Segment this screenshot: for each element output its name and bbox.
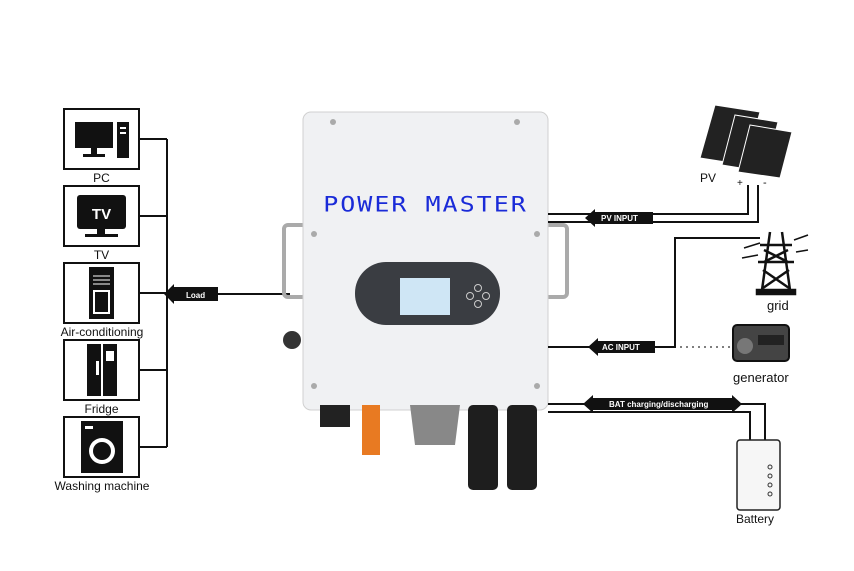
power-knob xyxy=(283,331,301,349)
pv-minus: - xyxy=(763,177,767,189)
ac-input-arrow: AC INPUT xyxy=(588,338,655,356)
pc-box xyxy=(63,108,140,170)
tv-label: TV xyxy=(93,248,110,262)
pc-label: PC xyxy=(93,171,110,185)
washer-label: Washing machine xyxy=(54,479,150,493)
pv-plus: + xyxy=(737,178,743,189)
generator-label: generator xyxy=(733,370,789,385)
tv-icon: TV xyxy=(77,195,126,237)
svg-text:Load: Load xyxy=(186,291,205,300)
fridge-icon xyxy=(87,344,117,396)
ac-label: Air-conditioning xyxy=(60,325,144,339)
brand-title: POWER MASTER xyxy=(323,192,528,217)
fridge-box xyxy=(63,339,140,401)
fridge-label: Fridge xyxy=(84,402,119,416)
grid-label: grid xyxy=(767,298,789,313)
washing-machine-icon xyxy=(81,421,123,473)
solar-panel-icon xyxy=(699,104,793,179)
load-arrow: Load xyxy=(164,284,218,304)
pc-icon xyxy=(75,122,129,158)
air-conditioner-icon xyxy=(89,267,114,319)
grid-tower-icon xyxy=(741,231,809,296)
ac-box xyxy=(63,262,140,324)
inverter-body xyxy=(302,111,549,411)
svg-text:AC INPUT: AC INPUT xyxy=(602,343,640,352)
tv-box: TV xyxy=(63,185,140,247)
svg-text:BAT charging/discharging: BAT charging/discharging xyxy=(609,400,709,409)
load-bus-lines xyxy=(140,138,290,448)
svg-text:TV: TV xyxy=(92,206,111,223)
pv-input-arrow: PV INPUT xyxy=(585,209,653,227)
lcd-screen xyxy=(400,278,450,315)
svg-text:PV INPUT: PV INPUT xyxy=(601,214,638,223)
generator-icon xyxy=(732,324,790,362)
washer-box xyxy=(63,416,140,478)
orange-connector xyxy=(362,405,380,455)
pv-label: PV xyxy=(700,171,717,185)
battery-icon xyxy=(736,439,781,511)
battery-label: Battery xyxy=(736,512,775,526)
bat-arrow: BAT charging/discharging xyxy=(583,395,742,413)
